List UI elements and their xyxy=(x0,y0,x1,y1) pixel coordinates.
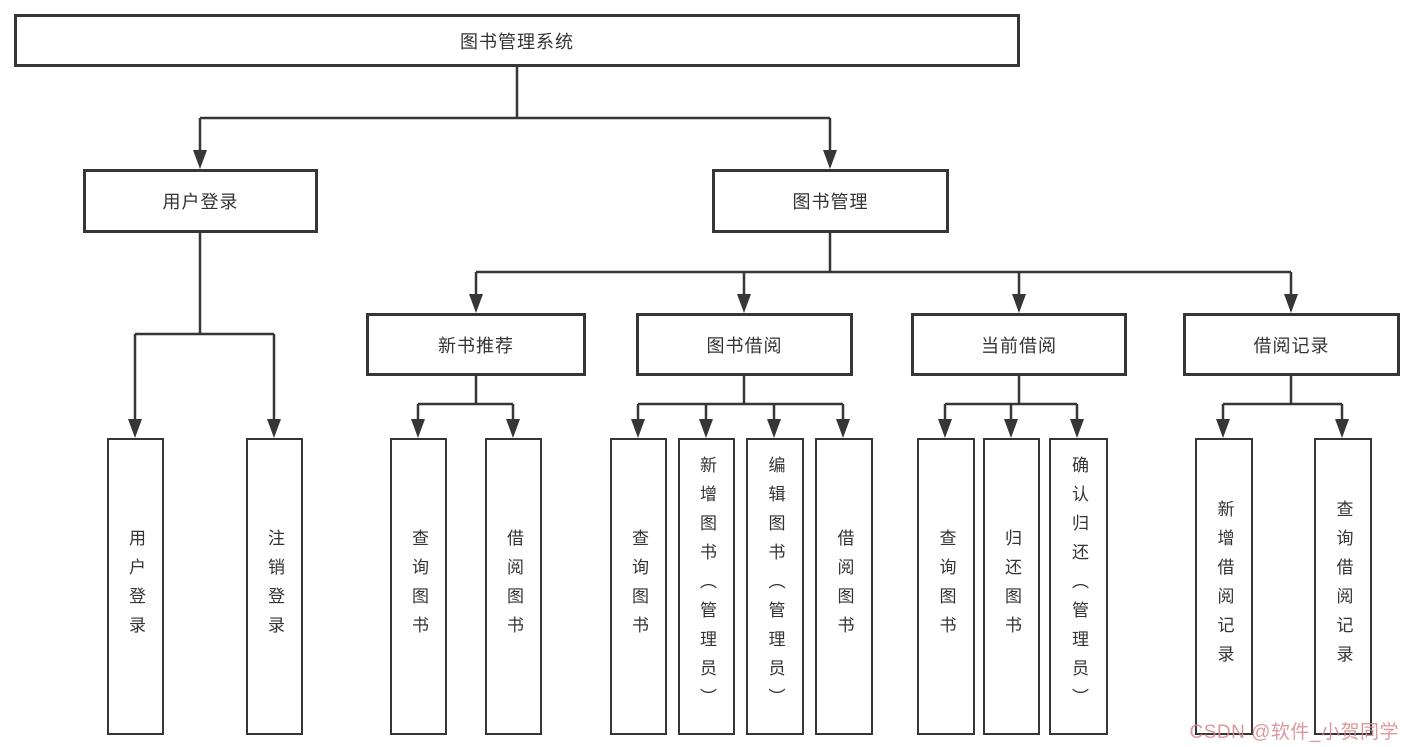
leaf-user-login: 用户登录 xyxy=(107,438,164,735)
leaf-query-book-recommend: 查询图书 xyxy=(390,438,447,735)
leaf-confirm-return-admin: 确认归还（管理员） xyxy=(1049,438,1108,735)
node-new-book-recommendation: 新书推荐 xyxy=(366,313,586,376)
leaf-return-book: 归还图书 xyxy=(983,438,1040,735)
leaf-add-book-admin: 新增图书（管理员） xyxy=(678,438,735,735)
leaf-query-book-borrowing: 查询图书 xyxy=(610,438,667,735)
leaf-query-borrow-record: 查询借阅记录 xyxy=(1314,438,1372,735)
node-user-login: 用户登录 xyxy=(83,169,318,233)
node-current-borrowing: 当前借阅 xyxy=(911,313,1127,376)
node-library-management-system: 图书管理系统 xyxy=(14,14,1020,67)
leaf-query-book-current: 查询图书 xyxy=(917,438,975,735)
leaf-borrow-book-recommend: 借阅图书 xyxy=(485,438,542,735)
leaf-add-borrow-record: 新增借阅记录 xyxy=(1195,438,1253,735)
leaf-logout: 注销登录 xyxy=(246,438,303,735)
node-book-borrowing: 图书借阅 xyxy=(636,313,853,376)
leaf-borrow-book: 借阅图书 xyxy=(815,438,873,735)
node-borrowing-records: 借阅记录 xyxy=(1183,313,1400,376)
leaf-edit-book-admin: 编辑图书（管理员） xyxy=(746,438,804,735)
node-book-management: 图书管理 xyxy=(712,169,949,233)
